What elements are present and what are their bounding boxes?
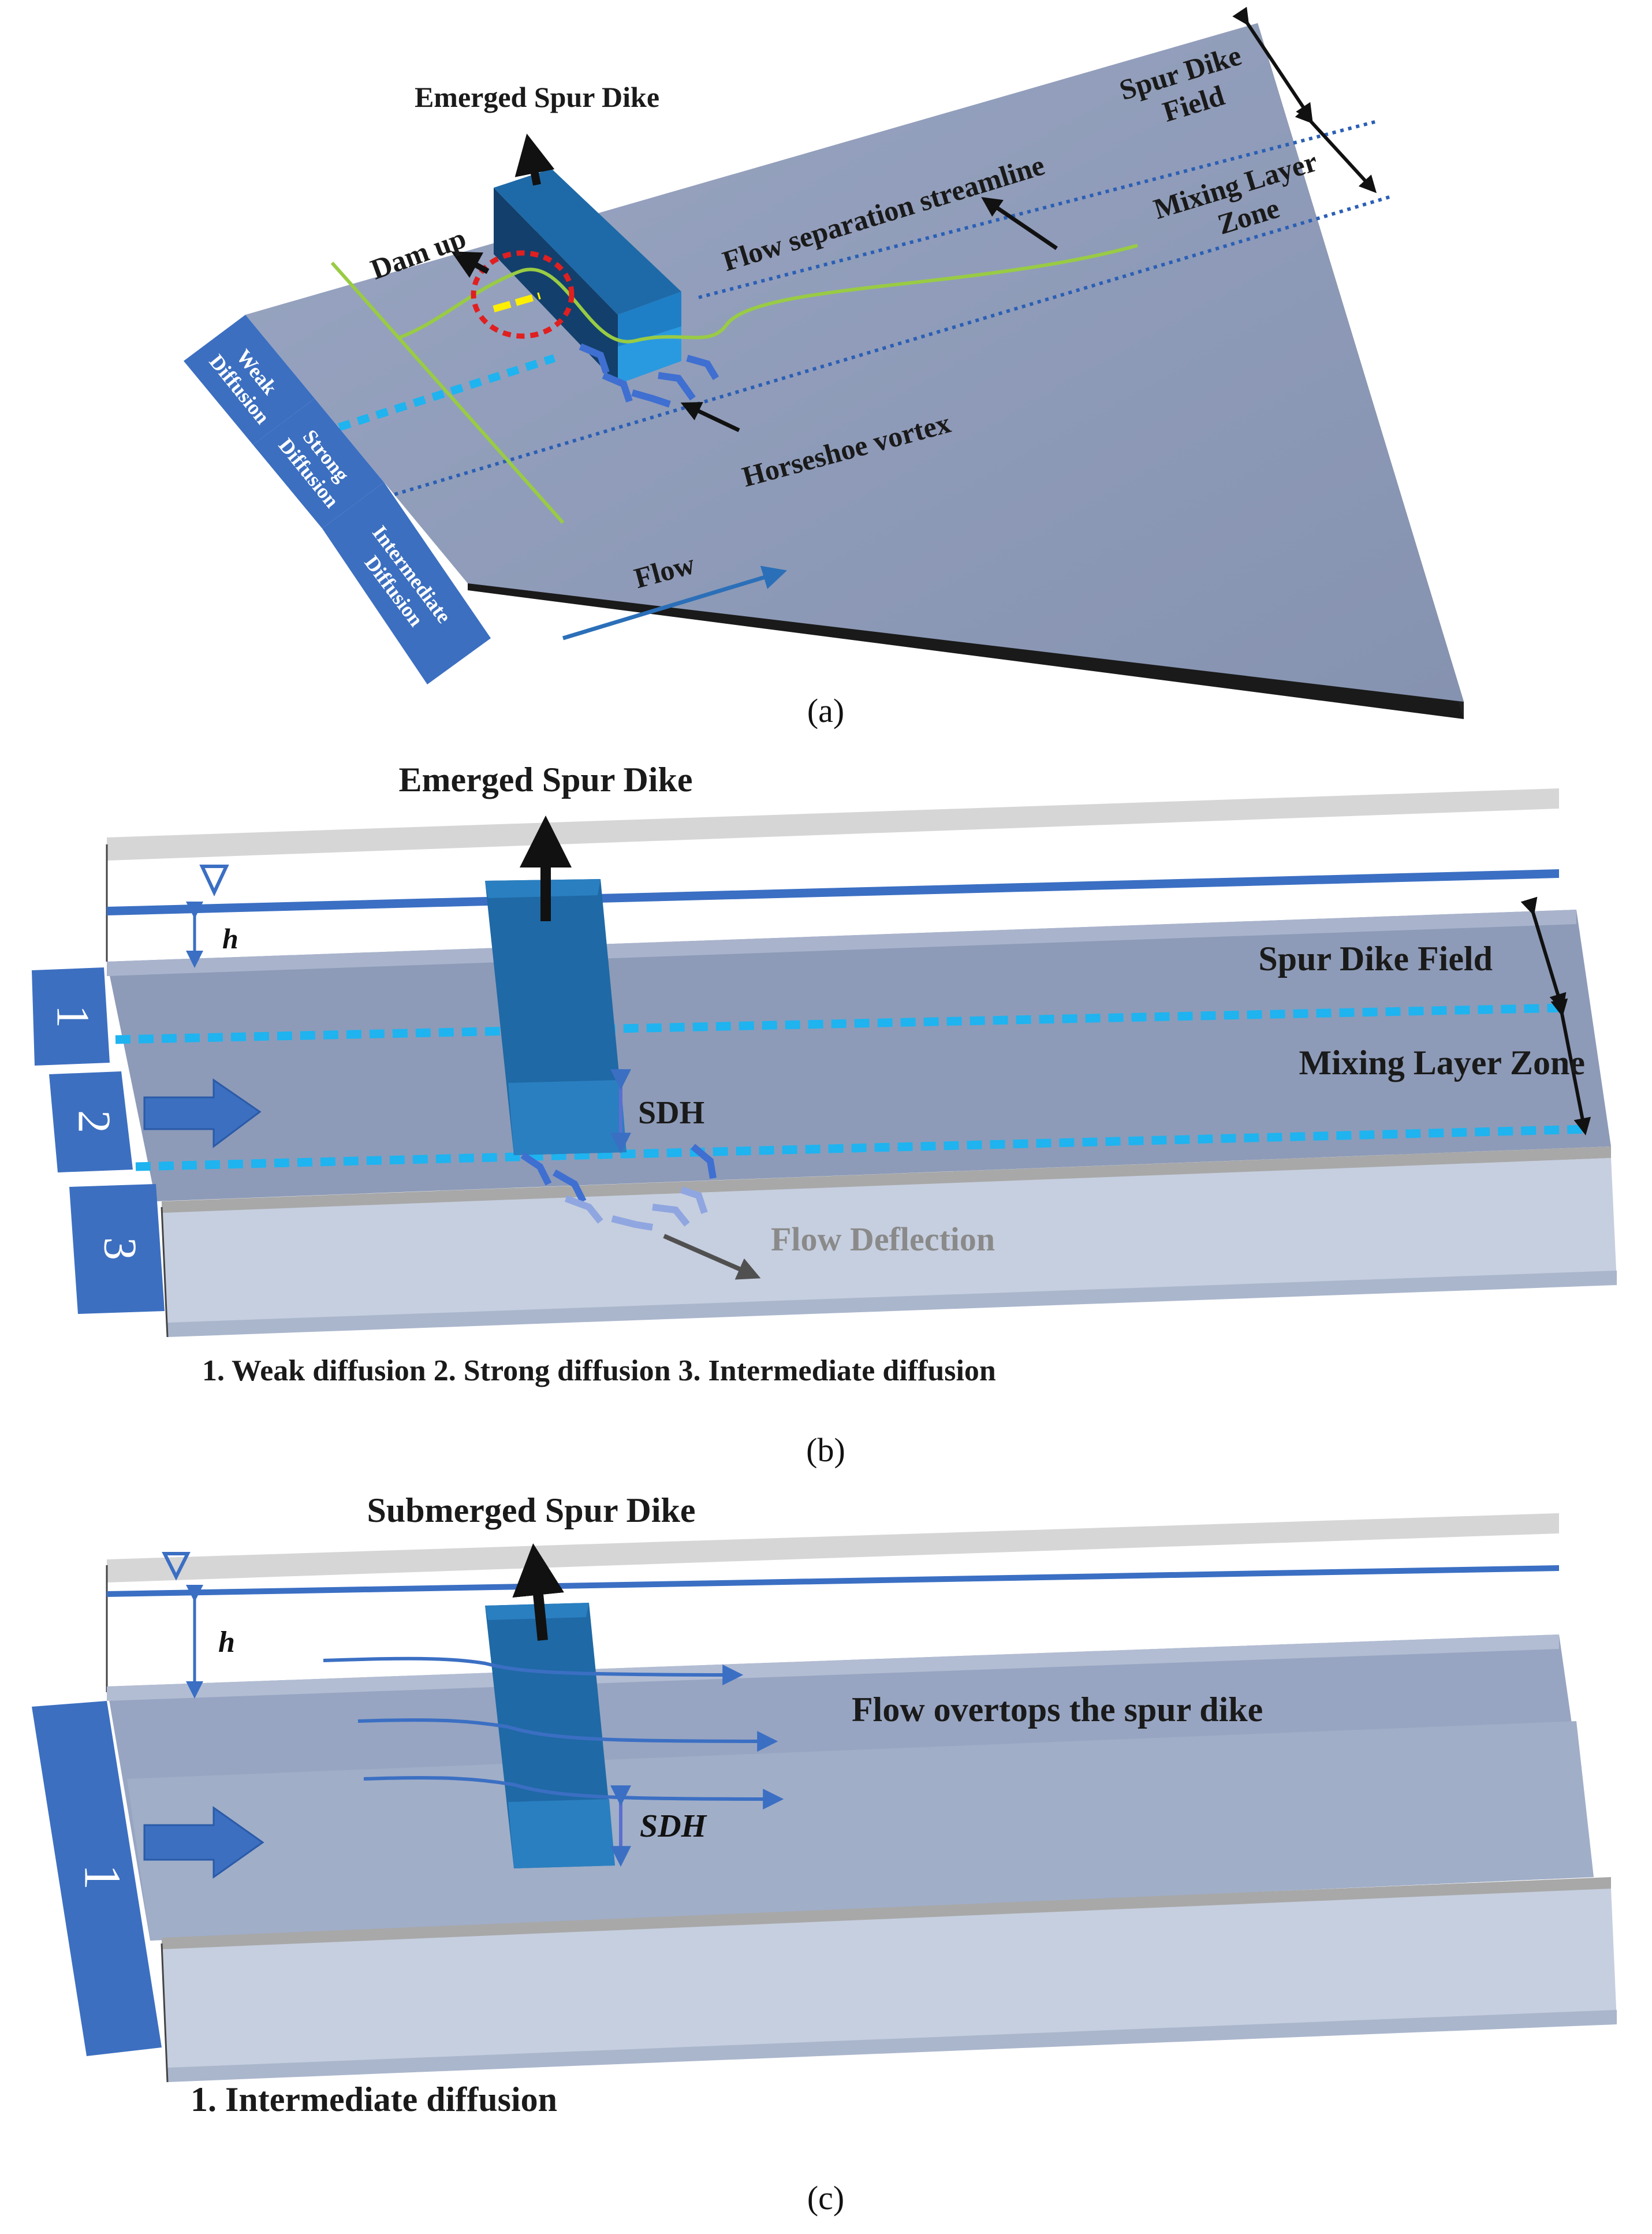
dike-top: [494, 169, 681, 315]
flow-arrow-c: [143, 1806, 264, 1879]
horseshoe-pointer: [680, 402, 740, 433]
spur-field-boundary: [698, 120, 1378, 299]
overtop-streamline-2: [357, 1718, 778, 1752]
panel-c: h SDH Submerged Spur Dike Flow overtops …: [32, 1491, 1617, 2217]
channel-bed-top-edge: [107, 910, 1576, 976]
overtop-streamline-3: [363, 1776, 784, 1809]
mixing-layer-boundary: [386, 195, 1392, 498]
horseshoe-vortex-arrows: [579, 343, 719, 408]
top-rail: [107, 788, 1559, 861]
overtop-streamline-1: [323, 1656, 744, 1685]
water-surface-marker-c: [162, 1552, 191, 1581]
diffusion-box-weak: Weak Diffusion: [184, 315, 315, 445]
spur-field-label-b: Spur Dike Field: [1258, 940, 1493, 978]
flow-arrow: [562, 565, 788, 641]
green-guide-line: [330, 262, 565, 524]
dike-side-lower: [618, 326, 681, 384]
channel-plate: [245, 23, 1464, 702]
deflection-vortex-arrows: [520, 1144, 717, 1203]
panel-a-caption: (a): [807, 692, 844, 729]
dam-up-circle: [471, 250, 575, 339]
floodplain-left-edge-c: [161, 1943, 169, 2083]
floodplain-top: [162, 1146, 1611, 1216]
flow-arrow-b: [143, 1078, 262, 1148]
dam-up-arrow: [451, 251, 490, 278]
dike-b-lower: [508, 1080, 627, 1155]
mixing-brace-b: [1550, 998, 1591, 1135]
floodplain-left-edge: [161, 1207, 169, 1338]
channel-bed-top-edge-c: [107, 1634, 1559, 1701]
zone-box-3: 3: [69, 1184, 165, 1314]
zone-box-1: 1: [32, 967, 110, 1066]
spur-field-brace: [1232, 6, 1313, 121]
floodplain-front-c: [167, 2010, 1617, 2082]
deflection-label: Flow Deflection: [771, 1220, 995, 1258]
panel-c-caption: (c): [807, 2179, 844, 2217]
sdh-label-b: SDH: [638, 1095, 704, 1131]
panel-a-title: Emerged Spur Dike: [415, 81, 659, 113]
panel-c-title: Submerged Spur Dike: [367, 1491, 695, 1529]
channel-bed-lower-c: [127, 1721, 1594, 1941]
title-arrow: [514, 133, 555, 186]
floodplain-front: [167, 1271, 1617, 1337]
water-surface: [107, 869, 1559, 915]
zone-box-2: 2: [49, 1071, 133, 1172]
overtop-label: Flow overtops the spur dike: [852, 1691, 1263, 1729]
spur-field-brace-b: [1520, 896, 1567, 1011]
panel-c-legend: 1. Intermediate diffusion: [191, 2080, 557, 2118]
water-surface-c: [107, 1565, 1559, 1597]
panel-b-legend: 1. Weak diffusion 2. Strong diffusion 3.…: [202, 1354, 996, 1387]
floodplain-top-c: [162, 1877, 1611, 1952]
separation-streamline: [397, 244, 1138, 344]
dike-front: [494, 188, 618, 384]
mixing-upper: [115, 1003, 1565, 1044]
zone-1-label: 1: [47, 1005, 98, 1028]
streamline-pointer: [981, 197, 1058, 250]
diffusion-box-strong: Strong Diffusion: [253, 399, 384, 528]
faded-vortex-arrows: [564, 1186, 708, 1231]
mixing-lower: [135, 1125, 1588, 1171]
h-label-b: h: [222, 922, 238, 955]
panel-b-title: Emerged Spur Dike: [399, 761, 693, 799]
mixing-brace: [1295, 105, 1377, 193]
water-surface-marker: [199, 865, 229, 897]
deflection-pointer: [663, 1234, 761, 1280]
title-arrow-c: [512, 1543, 564, 1641]
top-rail-c: [107, 1513, 1559, 1583]
yellow-marker: [493, 292, 541, 312]
dike-c-lower: [508, 1799, 615, 1868]
zone-box-c-1: 1: [32, 1701, 162, 2056]
channel-bed: [107, 910, 1611, 1201]
zone-3-label: 3: [95, 1237, 146, 1260]
panel-a: Weak Diffusion Strong Diffusion Intermed…: [184, 6, 1464, 729]
zone-c-1-label: 1: [73, 1864, 130, 1890]
mixing-label-b: Mixing Layer Zone: [1299, 1044, 1585, 1082]
panel-b: h SDH Emerged Spur Dike Flow Deflection …: [32, 761, 1617, 1469]
panel-b-caption: (b): [806, 1431, 845, 1469]
mixing-layer-thick: [319, 354, 556, 437]
zone-2-label: 2: [69, 1110, 120, 1133]
h-label-c: h: [218, 1626, 235, 1659]
sdh-label-c: SDH: [640, 1808, 707, 1844]
